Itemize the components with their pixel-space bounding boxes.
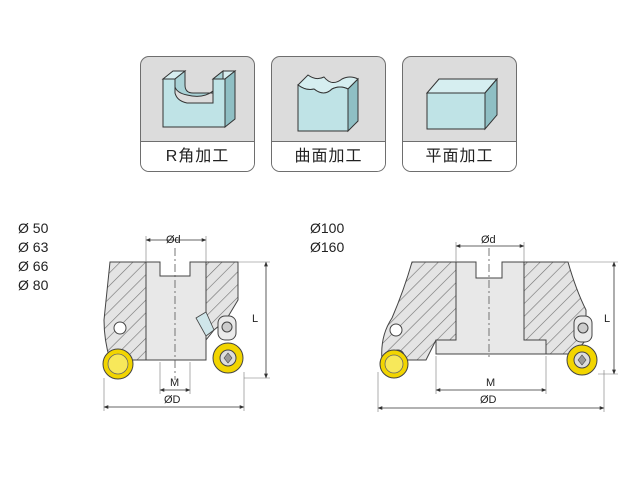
right-dim-l-label: L — [604, 313, 610, 325]
right-dim-D-label: ØD — [480, 394, 497, 406]
left-dim-m-label: M — [170, 377, 179, 389]
card-label: 曲面加工 — [272, 141, 385, 171]
size-item: Ø 63 — [18, 239, 49, 255]
size-item: Ø100 — [310, 220, 345, 236]
size-item: Ø160 — [310, 239, 345, 255]
curved-surface-machining-icon — [297, 74, 359, 133]
size-item: Ø 66 — [18, 258, 49, 274]
size-item: Ø 80 — [18, 277, 49, 293]
left-cutter-drawing — [102, 236, 270, 411]
card-r-corner: R角加工 — [140, 56, 255, 172]
size-item: Ø 50 — [18, 220, 49, 236]
left-dim-l-label: L — [252, 313, 258, 325]
r-corner-machining-icon — [161, 69, 237, 129]
right-size-list: Ø100 Ø160 — [310, 219, 344, 257]
left-size-list: Ø 50 Ø 63 Ø 66 Ø 80 — [18, 219, 48, 295]
left-dim-d-label: Ød — [166, 234, 181, 246]
card-label: 平面加工 — [403, 141, 516, 171]
card-label: R角加工 — [141, 141, 254, 171]
right-dim-d-label: Ød — [481, 234, 496, 246]
right-dim-m-label: M — [486, 377, 495, 389]
card-flat-surface: 平面加工 — [402, 56, 517, 172]
card-curved-surface: 曲面加工 — [271, 56, 386, 172]
right-cutter-drawing — [377, 242, 618, 412]
flat-surface-machining-icon — [425, 77, 499, 131]
left-dim-D-label: ØD — [164, 394, 181, 406]
